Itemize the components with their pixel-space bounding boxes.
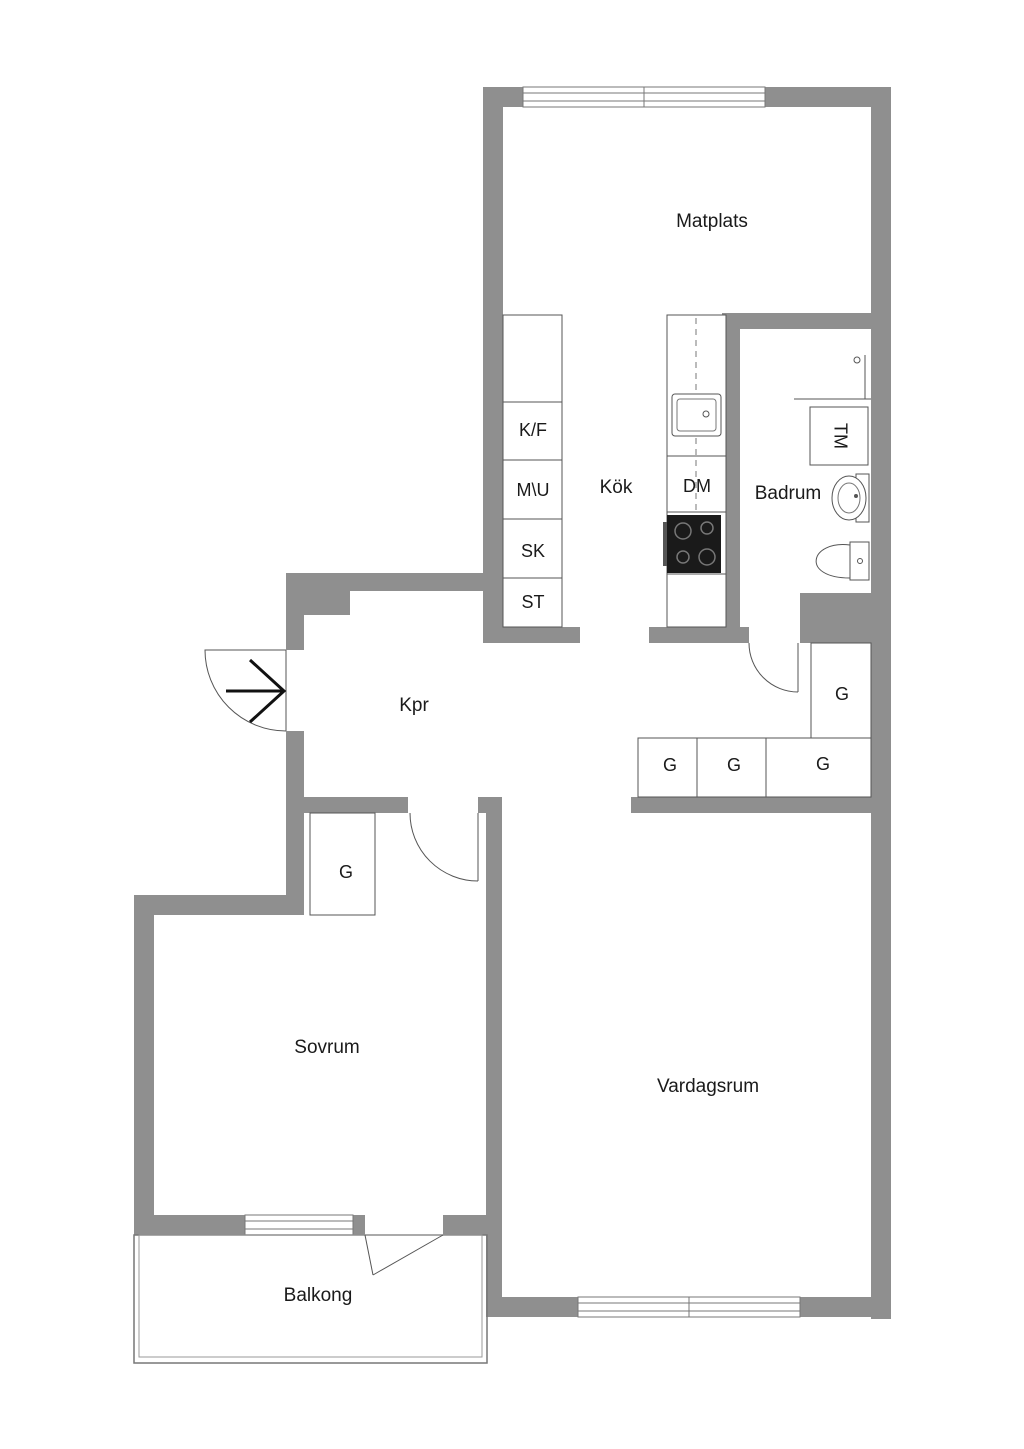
fixture-label-dm: DM xyxy=(683,476,711,496)
storage-label-g: G xyxy=(339,862,353,882)
bathroom-fixtures xyxy=(794,355,871,581)
fridge-freezer xyxy=(502,401,563,461)
window-vardagsrum xyxy=(577,1296,801,1318)
fixture-label-sk: SK xyxy=(521,541,545,561)
wardrobe-bedroom xyxy=(309,812,376,916)
wardrobe-hall-1 xyxy=(637,737,698,798)
toilet-icon xyxy=(815,541,870,581)
stove-icon xyxy=(663,515,721,573)
cabinet-sk xyxy=(502,518,563,579)
entrance-door xyxy=(204,649,287,732)
shower-icon xyxy=(794,355,871,400)
storage-label-g: G xyxy=(727,755,741,775)
balcony-door xyxy=(364,1234,444,1276)
storage-label-g: G xyxy=(816,754,830,774)
balcony-railing xyxy=(133,1234,488,1364)
room-label-sovrum: Sovrum xyxy=(294,1037,359,1058)
washing-machine xyxy=(809,406,869,466)
storage-label-g: G xyxy=(663,755,677,775)
fixture-label-tm: TM xyxy=(830,423,850,449)
cabinet-st xyxy=(502,577,563,628)
labels: Matplats Kök Badrum Kpr Sovrum Vardagsru… xyxy=(284,211,851,1306)
microwave xyxy=(502,459,563,520)
room-label-vardagsrum: Vardagsrum xyxy=(657,1076,759,1097)
window-matplats xyxy=(522,86,766,108)
fixture-label-st: ST xyxy=(521,592,544,612)
doors xyxy=(204,642,799,1276)
room-label-kok: Kök xyxy=(600,477,633,498)
storage-label-g: G xyxy=(835,684,849,704)
wardrobe-hall-3 xyxy=(765,737,872,798)
room-label-matplats: Matplats xyxy=(676,211,748,232)
wardrobe-hall-upper xyxy=(810,642,872,739)
bedroom-door xyxy=(409,812,479,882)
storage-units xyxy=(309,642,872,916)
fixture-label-kf: K/F xyxy=(519,420,547,440)
room-label-balkong: Balkong xyxy=(284,1285,353,1306)
room-label-badrum: Badrum xyxy=(755,483,822,504)
bathroom-sink-icon xyxy=(831,473,870,523)
wardrobe-hall-2 xyxy=(696,737,767,798)
kitchen-fixtures xyxy=(502,314,727,628)
kitchen-sink xyxy=(671,393,722,437)
bathroom-door xyxy=(748,642,799,693)
walls xyxy=(134,87,891,1319)
window-sovrum xyxy=(244,1214,354,1236)
windows xyxy=(244,86,801,1318)
fixture-label-mu: M\U xyxy=(517,480,550,500)
room-label-kpr: Kpr xyxy=(399,695,429,716)
